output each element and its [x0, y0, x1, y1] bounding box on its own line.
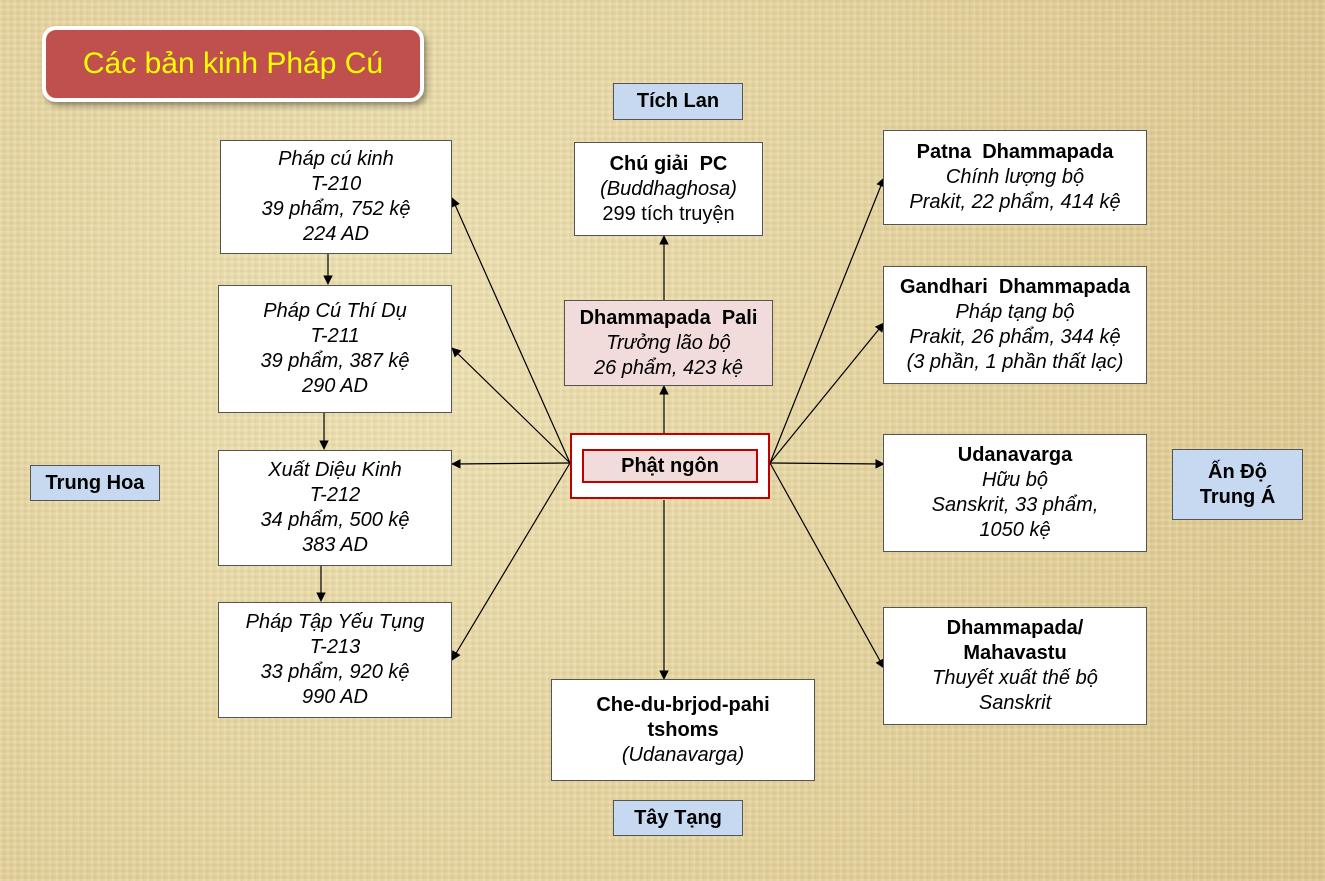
box-commentary: Chú giải PC (Buddhaghosa) 299 tích truyệ… [574, 142, 763, 236]
region-tibet-label: Tây Tạng [634, 806, 722, 829]
t210-date: 224 AD [303, 223, 369, 245]
center-node-label-box: Phật ngôn [582, 449, 758, 483]
t210-stats: 39 phẩm, 752 kệ [261, 198, 411, 220]
arrow-to-patna [769, 177, 886, 464]
t213-stats: 33 phẩm, 920 kệ [260, 661, 410, 683]
box-dhammapada-pali: Dhammapada Pali Trưởng lão bộ 26 phẩm, 4… [564, 300, 773, 386]
patna-stats: Prakit, 22 phẩm, 414 kệ [909, 191, 1121, 213]
arrow-to-t213 [451, 462, 571, 661]
page-title-text: Các bản kinh Pháp Cú [82, 47, 384, 80]
arrow-to-t210 [451, 197, 571, 464]
gandhari-note: (3 phần, 1 phần thất lạc) [906, 351, 1124, 373]
t212-code: T-212 [309, 484, 361, 506]
mahavastu-title-2: Mahavastu [963, 642, 1067, 664]
tibetan-title-2: tshoms [647, 718, 719, 741]
mahavastu-lang: Sanskrit [978, 692, 1052, 714]
udanavarga-stats-1: Sanskrit, 33 phẩm, [931, 494, 1099, 516]
t211-date: 290 AD [302, 375, 368, 397]
patna-title: Patna Dhammapada [916, 141, 1114, 163]
commentary-author: (Buddhaghosa) [600, 177, 737, 200]
region-sri-lanka-label: Tích Lan [636, 90, 720, 112]
t211-stats: 39 phẩm, 387 kệ [260, 350, 410, 372]
commentary-title: Chú giải PC [609, 152, 728, 175]
center-node: Phật ngôn [570, 433, 770, 499]
tibetan-alt: (Udanavarga) [621, 743, 745, 766]
t212-name: Xuất Diệu Kinh [268, 459, 402, 481]
t212-stats: 34 phẩm, 500 kệ [260, 509, 410, 531]
region-india: Ấn Độ Trung Á [1172, 449, 1303, 520]
arrow-to-udanavarga [769, 459, 885, 469]
box-t210: Pháp cú kinh T-210 39 phẩm, 752 kệ 224 A… [220, 140, 452, 254]
box-patna: Patna Dhammapada Chính lượng bộ Prakit, … [883, 130, 1147, 225]
box-gandhari: Gandhari Dhammapada Pháp tạng bộ Prakit,… [883, 266, 1147, 384]
mahavastu-school: Thuyết xuất thế bộ [932, 667, 1098, 689]
udanavarga-stats-2: 1050 kệ [979, 519, 1051, 541]
box-t213: Pháp Tập Yếu Tụng T-213 33 phẩm, 920 kệ … [218, 602, 452, 718]
udanavarga-school: Hữu bộ [981, 469, 1049, 491]
region-china: Trung Hoa [30, 465, 160, 501]
udanavarga-title: Udanavarga [957, 444, 1073, 466]
t211-code: T-211 [310, 325, 360, 347]
t211-name: Pháp Cú Thí Dụ [263, 300, 407, 322]
page-title: Các bản kinh Pháp Cú [42, 26, 424, 102]
box-udanavarga: Udanavarga Hữu bộ Sanskrit, 33 phẩm, 105… [883, 434, 1147, 552]
arrow-to-gandhari [769, 322, 885, 464]
t213-code: T-213 [309, 636, 361, 658]
center-node-label: Phật ngôn [621, 454, 719, 477]
region-tibet: Tây Tạng [613, 800, 743, 836]
mahavastu-title-1: Dhammapada/ [946, 617, 1084, 639]
pali-school: Trưởng lão bộ [606, 331, 731, 354]
patna-school: Chính lượng bộ [945, 166, 1085, 188]
region-india-label-2: Trung Á [1199, 485, 1276, 508]
arrow-to-t211 [451, 347, 571, 464]
gandhari-school: Pháp tạng bộ [955, 301, 1075, 323]
tibetan-title-1: Che-du-brjod-pahi [596, 693, 770, 716]
box-t211: Pháp Cú Thí Dụ T-211 39 phẩm, 387 kệ 290… [218, 285, 452, 413]
box-tibetan: Che-du-brjod-pahi tshoms (Udanavarga) [551, 679, 815, 781]
box-mahavastu: Dhammapada/ Mahavastu Thuyết xuất thế bộ… [883, 607, 1147, 725]
pali-title: Dhammapada Pali [579, 306, 758, 329]
t210-code: T-210 [310, 173, 362, 195]
t210-name: Pháp cú kinh [278, 148, 394, 170]
region-sri-lanka: Tích Lan [613, 83, 743, 120]
t212-date: 383 AD [302, 534, 368, 556]
commentary-stories: 299 tích truyện [602, 202, 735, 225]
arrow-to-t212 [451, 459, 571, 469]
arrow-to-mahavastu [769, 462, 885, 669]
region-india-label-1: Ấn Độ [1208, 460, 1267, 483]
t213-date: 990 AD [302, 686, 368, 708]
pali-stats: 26 phẩm, 423 kệ [594, 356, 743, 379]
region-china-label: Trung Hoa [45, 471, 145, 494]
t213-name: Pháp Tập Yếu Tụng [245, 611, 425, 633]
gandhari-title: Gandhari Dhammapada [899, 276, 1131, 298]
gandhari-stats: Prakit, 26 phẩm, 344 kệ [909, 326, 1121, 348]
box-t212: Xuất Diệu Kinh T-212 34 phẩm, 500 kệ 383… [218, 450, 452, 566]
